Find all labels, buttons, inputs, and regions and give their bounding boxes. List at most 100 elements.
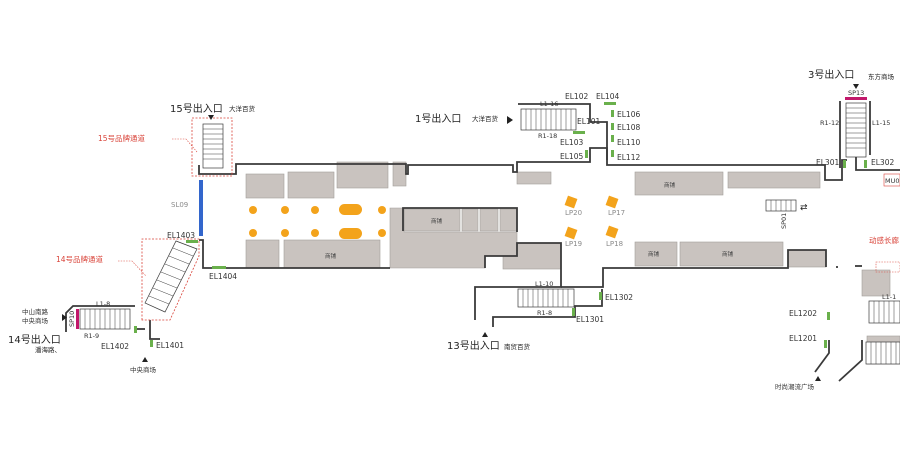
shop-block[interactable] xyxy=(287,171,335,199)
arrow-right-icon xyxy=(507,116,513,124)
mu-box xyxy=(883,173,900,187)
arrow-down-icon xyxy=(208,115,214,120)
lp-label: LP19 xyxy=(565,240,582,248)
exit-1[interactable]: 1号出入口 大洋百货 xyxy=(415,112,513,125)
brand-passage-label: 15号品牌通道 xyxy=(98,133,146,143)
sp-label: SP13 xyxy=(848,89,864,97)
elevator-label: EL1404 xyxy=(209,272,237,281)
exit-shishang[interactable]: 时尚潮流广场 xyxy=(775,376,821,391)
exit-13[interactable]: 13号出入口 南贸百货 xyxy=(447,332,531,352)
exit-label: 15号出入口 xyxy=(170,102,223,115)
elevator-marker[interactable] xyxy=(843,160,846,168)
exit-sublabel: 东方商场 xyxy=(868,72,895,81)
escalator-l1-16-r1-18[interactable]: L1-16 R1-18 xyxy=(520,100,577,140)
elevator-label: EL102 xyxy=(565,92,588,101)
lp-label: LP18 xyxy=(606,240,623,248)
escalator-right-lower[interactable]: L1-1 xyxy=(865,293,900,365)
sp10-marker[interactable] xyxy=(76,309,79,329)
shop-block[interactable] xyxy=(634,171,724,196)
mu-label: MU0 xyxy=(885,177,900,185)
exit-label: 14号出入口 xyxy=(8,333,61,346)
sl09-bar[interactable] xyxy=(199,180,203,236)
shop-block[interactable] xyxy=(479,208,499,232)
sp-label: SP01 xyxy=(780,213,788,229)
shop-label: 商铺 xyxy=(431,217,443,225)
elevator-marker[interactable] xyxy=(572,308,575,316)
shop-block[interactable] xyxy=(679,241,784,267)
shop-block[interactable] xyxy=(461,208,479,232)
arrow-right-icon xyxy=(62,314,67,321)
elevator-marker[interactable] xyxy=(186,240,198,243)
elevator-marker[interactable] xyxy=(611,110,614,117)
exit-sublabel: 潘海路、 xyxy=(35,345,61,354)
escalator-label: L1-10 xyxy=(535,280,553,288)
shop-block[interactable] xyxy=(861,269,891,297)
shop-block[interactable] xyxy=(336,161,389,189)
shop-block[interactable] xyxy=(245,239,280,269)
lp19-pillar[interactable] xyxy=(564,226,578,240)
shop-block[interactable] xyxy=(392,161,407,187)
exit-14[interactable]: 中山南路 中央商场 14号出入口 潘海路、 xyxy=(8,307,67,354)
elevator-label: EL1403 xyxy=(167,231,195,240)
sl09-label: SL09 xyxy=(171,201,188,209)
elevator-label: EL101 xyxy=(577,117,600,126)
exit-destination: 时尚潮流广场 xyxy=(775,382,815,391)
sp13-marker[interactable] xyxy=(845,97,867,100)
exit-15[interactable]: 15号出入口 大洋百货 xyxy=(170,102,256,120)
escalator-sp01[interactable]: SP01 ⇄ xyxy=(765,199,808,229)
exit-3[interactable]: 3号出入口 东方商场 xyxy=(808,68,895,89)
elevator-marker[interactable] xyxy=(599,292,602,300)
sp-label: SP10 xyxy=(68,311,76,327)
arrow-up-icon xyxy=(142,357,148,362)
elevator-marker[interactable] xyxy=(864,160,867,168)
shop-block[interactable] xyxy=(634,241,678,267)
elevator-marker[interactable] xyxy=(585,150,588,158)
escalator-l1-8-r1-9[interactable]: L1-8 R1-9 xyxy=(79,300,131,340)
elevator-marker[interactable] xyxy=(134,326,137,333)
shop-block[interactable] xyxy=(787,249,827,268)
shop-block[interactable] xyxy=(727,171,821,189)
elevator-marker[interactable] xyxy=(150,340,153,347)
escalator-label: L1-1 xyxy=(882,293,896,301)
shop-block[interactable] xyxy=(499,208,518,232)
exit-sublabel: 大洋百货 xyxy=(472,114,499,123)
elevator-markers xyxy=(134,102,867,348)
lp20-pillar[interactable] xyxy=(564,195,578,209)
passage-label-right: 动感长廊 xyxy=(869,235,899,245)
exit-destination: 中央商场 xyxy=(130,365,157,374)
escalator-l1-15-r1-12[interactable]: L1-15 R1-12 xyxy=(820,102,890,158)
shop-label: 商铺 xyxy=(722,250,734,258)
escalator-exit-15[interactable] xyxy=(202,123,224,169)
escalator-passage-14[interactable] xyxy=(144,240,198,313)
shop-blocks xyxy=(245,161,900,365)
two-way-arrow-icon: ⇄ xyxy=(800,203,808,213)
brand-passage-14[interactable]: 14号品牌通道 xyxy=(56,238,200,321)
elevator-marker[interactable] xyxy=(611,123,614,130)
exit-zhongyang[interactable]: 中央商场 xyxy=(130,357,157,374)
elevator-label: EL1202 xyxy=(789,309,817,318)
brand-passage-15[interactable]: 15号品牌通道 xyxy=(98,117,233,177)
elevator-label: EL108 xyxy=(617,123,640,132)
escalator-label: L1-8 xyxy=(96,300,110,308)
elevator-marker[interactable] xyxy=(824,340,827,348)
shop-block[interactable] xyxy=(516,171,552,185)
lp18-pillar[interactable] xyxy=(605,225,619,239)
elevator-label: EL104 xyxy=(596,92,619,101)
elevator-label: EL301 xyxy=(816,158,839,167)
elevator-marker[interactable] xyxy=(611,150,614,157)
elevator-marker[interactable] xyxy=(212,266,226,269)
elevator-label: EL106 xyxy=(617,110,640,119)
shop-block[interactable] xyxy=(245,173,285,199)
elevator-marker[interactable] xyxy=(573,131,585,134)
elevator-labels: EL102 EL104 EL101 EL106 EL108 EL103 EL11… xyxy=(101,92,894,351)
right-passage-box xyxy=(875,261,900,273)
elevator-marker[interactable] xyxy=(604,102,616,105)
elevator-marker[interactable] xyxy=(611,135,614,142)
exit-destination: 中央商场 xyxy=(22,316,49,325)
escalator-l1-10-r1-8[interactable]: L1-10 R1-8 xyxy=(517,280,575,317)
elevator-label: EL1301 xyxy=(576,315,604,324)
elevator-marker[interactable] xyxy=(827,312,830,320)
lp17-pillar[interactable] xyxy=(605,195,619,209)
concourse-walls xyxy=(65,101,900,382)
